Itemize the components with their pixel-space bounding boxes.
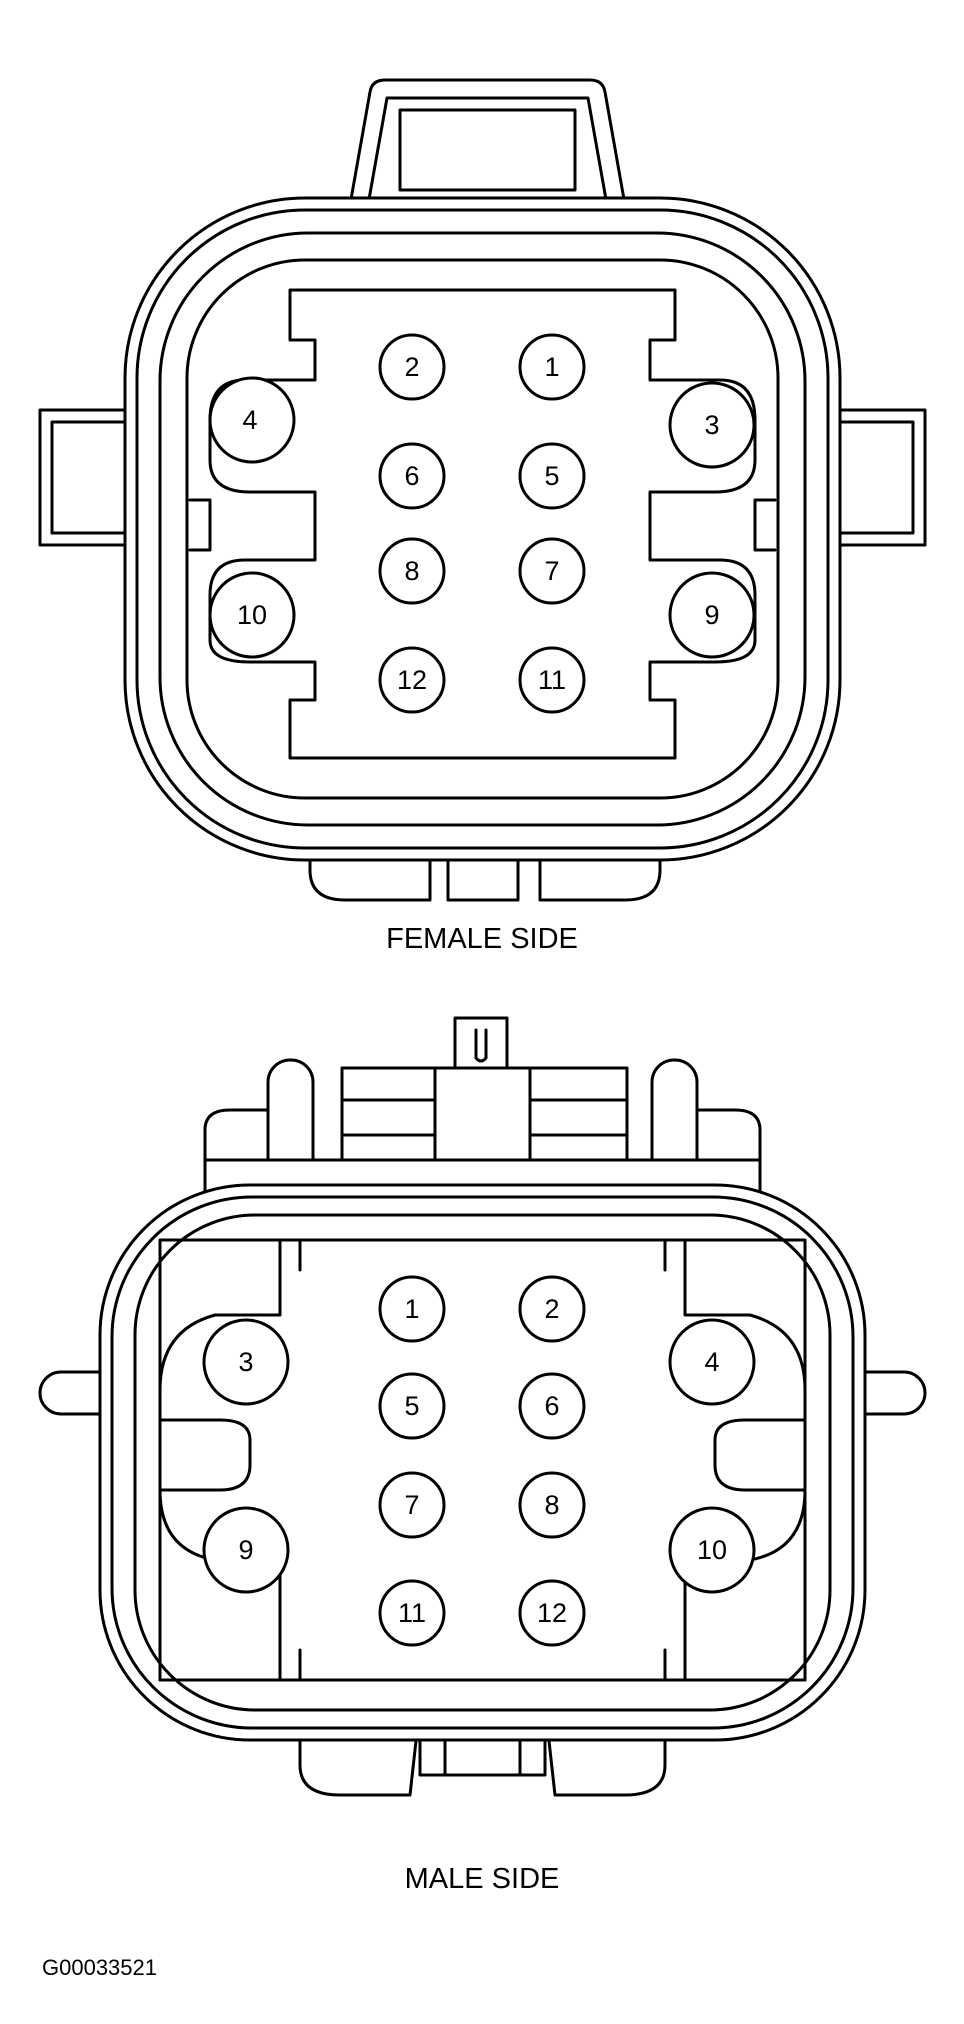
female-housing-outer [123,196,842,862]
female-top-latch [348,78,627,207]
female-pin-r3c0: 12 [378,646,446,714]
pin-label: 8 [544,1490,559,1520]
male-side-pin-left-bottom: 9 [202,1506,290,1594]
pin-label: 4 [704,1347,719,1377]
pin-label: 1 [544,352,559,382]
female-left-ear [38,408,132,547]
pin-label: 7 [404,1490,419,1520]
male-side-pin-right-top: 4 [668,1318,756,1406]
pin-label: 2 [544,1294,559,1324]
male-top-latch [203,1016,762,1202]
male-pin-r3c0: 11 [378,1579,446,1647]
male-pin-r2c1: 8 [518,1471,586,1539]
pin-label: 5 [404,1391,419,1421]
pin-label: 10 [237,600,267,630]
female-pin-r0c0: 2 [378,333,446,401]
male-housing-ring-2 [133,1213,832,1712]
male-pin-r1c0: 5 [378,1372,446,1440]
female-pin-r0c1: 1 [518,333,586,401]
female-side-pin-left-top: 4 [208,376,296,464]
pin-label: 4 [242,405,257,435]
pin-label: 9 [238,1535,253,1565]
pin-label: 12 [537,1598,567,1628]
male-pin-r3c1: 12 [518,1579,586,1647]
female-side-pin-left-bottom: 10 [208,571,296,659]
pin-label: 9 [704,600,719,630]
female-pin-r1c1: 5 [518,442,586,510]
pin-label: 3 [238,1347,253,1377]
female-side-pin-right-top: 3 [668,381,756,469]
pin-label: 3 [704,410,719,440]
female-housing-ring-3 [185,258,780,800]
figure-id: G00033521 [42,1955,157,1980]
pin-label: 5 [544,461,559,491]
male-pin-r0c0: 1 [378,1275,446,1343]
pin-label: 12 [397,665,427,695]
female-connector [38,78,927,902]
female-housing-ring-1 [135,208,830,850]
female-pin-r1c0: 6 [378,442,446,510]
pin-label: 6 [404,461,419,491]
female-housing-ring-2 [158,231,807,827]
male-side-caption: MALE SIDE [405,1863,560,1895]
male-pin-r2c0: 7 [378,1471,446,1539]
male-pins: 1 2 5 6 7 8 11 12 3 9 4 10 [202,1275,756,1647]
pin-label: 2 [404,352,419,382]
female-pin-r3c1: 11 [518,646,586,714]
male-pin-r1c1: 6 [518,1372,586,1440]
pin-label: 11 [398,1598,426,1628]
male-connector [38,1016,927,1797]
pin-label: 8 [404,556,419,586]
female-pin-r2c0: 8 [378,537,446,605]
male-side-pin-right-bottom: 10 [668,1506,756,1594]
female-cavity-outline [208,288,757,760]
pin-label: 11 [538,665,566,695]
female-side-caption: FEMALE SIDE [386,923,578,955]
male-cavity-outline [158,1238,282,1682]
pin-label: 1 [404,1294,419,1324]
male-pin-r0c1: 2 [518,1275,586,1343]
female-pins: 2 1 6 5 8 7 12 11 4 10 3 9 [208,333,756,714]
pin-label: 6 [544,1391,559,1421]
male-housing-outer [98,1183,867,1742]
female-pin-r2c1: 7 [518,537,586,605]
pin-label: 10 [697,1535,727,1565]
male-housing-ring-1 [110,1195,855,1730]
male-side-pin-left-top: 3 [202,1318,290,1406]
female-side-pin-right-bottom: 9 [668,571,756,659]
female-right-ear [833,408,927,547]
pin-label: 7 [544,556,559,586]
